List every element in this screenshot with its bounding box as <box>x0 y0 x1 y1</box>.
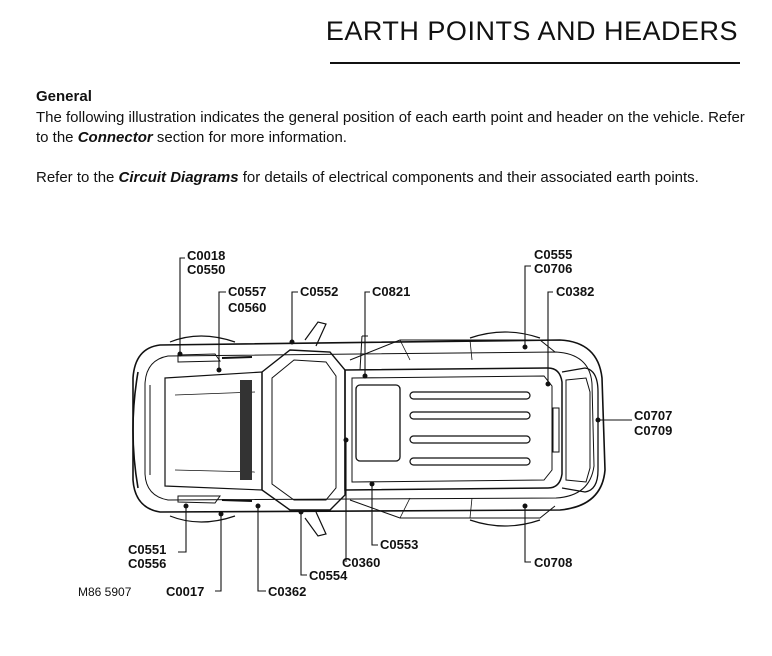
earth-point-dot <box>522 503 528 509</box>
leader-lines <box>178 257 632 592</box>
bulkhead <box>240 380 252 480</box>
label-c0557: C0557 <box>228 284 266 299</box>
wheel-arch <box>469 331 541 339</box>
circuit-diagrams-link[interactable]: Circuit Diagrams <box>118 169 239 186</box>
label-c0708: C0708 <box>534 555 572 570</box>
headlamp-right <box>177 495 221 504</box>
rear-window <box>565 377 591 483</box>
label-c0821: C0821 <box>372 284 410 299</box>
sunroof <box>355 384 401 462</box>
windscreen <box>261 349 346 511</box>
windscreen-glass <box>271 359 337 501</box>
wheel-arch <box>169 515 236 523</box>
side-window-top-inner <box>399 339 473 361</box>
leader-c0553 <box>371 484 378 546</box>
leader-c0555 <box>524 265 531 347</box>
label-c0554: C0554 <box>309 568 348 583</box>
leader-c0554 <box>300 512 307 576</box>
side-strip <box>221 356 253 359</box>
label-c0556: C0556 <box>128 556 166 571</box>
title-underline <box>330 62 740 64</box>
leader-c0017 <box>215 514 222 592</box>
front-bumper <box>132 371 139 489</box>
intro-text-start: The following illustration indicates the… <box>36 109 745 146</box>
label-c0706: C0706 <box>534 261 572 276</box>
earth-point-dot <box>362 373 368 379</box>
earth-point-dot <box>218 511 224 517</box>
leader-c0552 <box>291 291 298 342</box>
label-c0553: C0553 <box>380 537 418 552</box>
rear-section <box>561 367 599 493</box>
leader-c0018 <box>179 257 185 354</box>
headlamp-left <box>177 353 221 363</box>
connector-labels: C0018 C0550 C0557 C0560 C0552 C0821 C055… <box>128 247 672 599</box>
leader-c0382 <box>547 291 553 384</box>
section-heading-general: General <box>36 88 92 105</box>
reference-text-start: Refer to the <box>36 169 119 186</box>
reference-text-end: for details of electrical components and… <box>238 169 699 186</box>
antenna <box>359 335 363 371</box>
connector-link[interactable]: Connector <box>77 129 153 146</box>
reference-paragraph: Refer to the Circuit Diagrams for detail… <box>36 168 746 188</box>
page-title: EARTH POINTS AND HEADERS <box>325 16 738 46</box>
label-c0018: C0018 <box>187 248 225 263</box>
vehicle-body-inner <box>144 351 595 501</box>
rear-handle <box>552 407 560 453</box>
earth-point-dot <box>183 503 189 509</box>
label-c0017: C0017 <box>166 584 204 599</box>
side-strip <box>221 499 253 502</box>
roof-panel <box>344 367 563 491</box>
side-window-bottom <box>349 499 556 519</box>
roof-inner <box>351 375 553 483</box>
label-c0362: C0362 <box>268 584 306 599</box>
label-c0551: C0551 <box>128 542 166 557</box>
wheel-arch <box>169 335 236 343</box>
label-c0382: C0382 <box>556 284 594 299</box>
leader-c0821 <box>364 291 370 376</box>
intro-text-end: section for more information. <box>152 129 347 146</box>
earth-point-dot <box>255 503 261 509</box>
earth-point-dot <box>289 339 295 345</box>
earth-point-dot <box>298 509 304 515</box>
label-c0550: C0550 <box>187 262 225 277</box>
leader-c0362 <box>257 506 266 592</box>
mirror-left <box>304 321 327 347</box>
leader-c0708 <box>524 506 531 563</box>
label-c0709: C0709 <box>634 423 672 438</box>
earth-point-dot <box>545 381 551 387</box>
roof-rails <box>409 391 531 466</box>
label-c0560: C0560 <box>228 300 266 315</box>
earth-point-dot <box>522 344 528 350</box>
label-c0555: C0555 <box>534 247 572 262</box>
label-c0360: C0360 <box>342 555 380 570</box>
mirror-right <box>304 511 327 537</box>
earth-point-dot <box>595 417 601 423</box>
intro-paragraph: The following illustration indicates the… <box>36 108 746 148</box>
earth-point-dot <box>343 437 349 443</box>
figure-reference: M86 5907 <box>78 585 132 599</box>
side-window-bottom-inner <box>399 497 473 519</box>
earth-point-dot <box>216 367 222 373</box>
earth-point-dot <box>369 481 375 487</box>
label-c0552: C0552 <box>300 284 338 299</box>
vehicle-body-outline <box>132 339 606 513</box>
earth-point-dot <box>177 351 183 357</box>
leader-c0557 <box>218 291 226 370</box>
leader-c0551 <box>178 506 187 553</box>
vehicle-illustration <box>132 321 606 537</box>
earth-point-markers <box>177 339 601 517</box>
wheel-arch <box>469 519 541 527</box>
label-c0707: C0707 <box>634 408 672 423</box>
